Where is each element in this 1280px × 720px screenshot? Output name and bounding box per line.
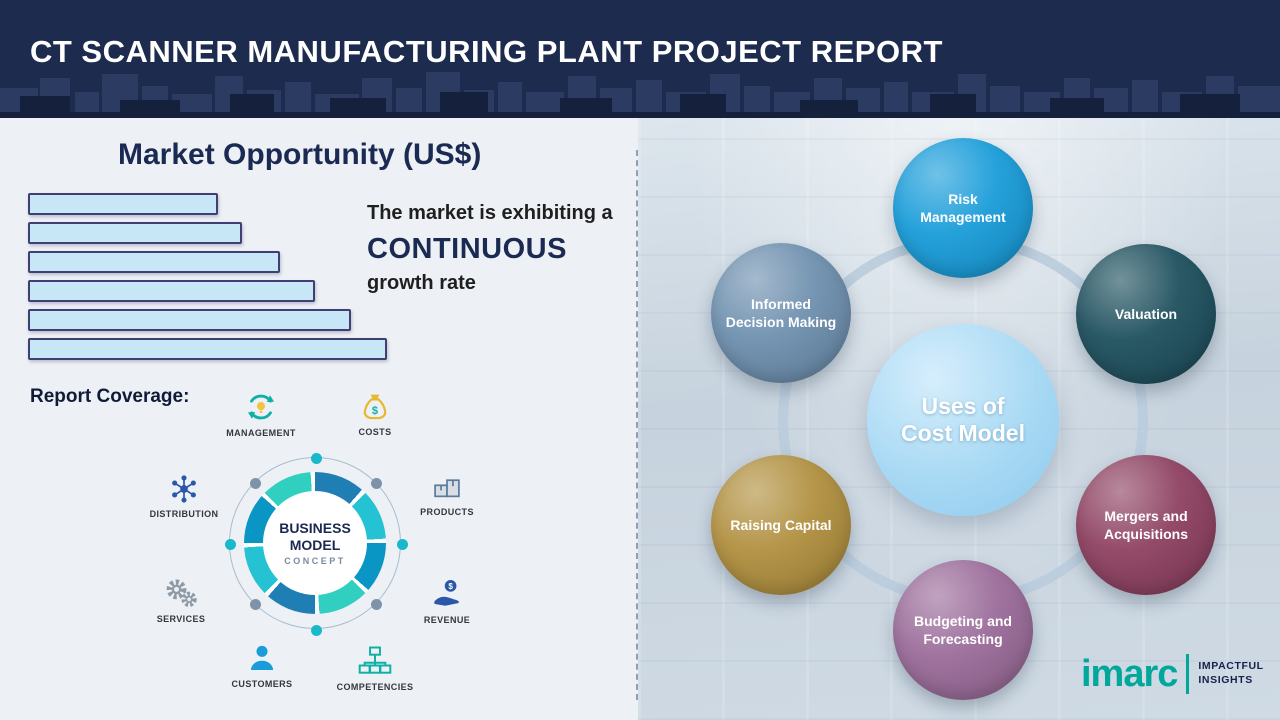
bar-5 — [28, 309, 351, 331]
cost-model-raising-capital: Raising Capital — [711, 455, 851, 595]
bm-item-management: MANAGEMENT — [203, 389, 319, 438]
bm-label: COMPETENCIES — [336, 682, 414, 692]
report-coverage-label: Report Coverage: — [30, 386, 190, 407]
bm-item-competencies: COMPETENCIES — [317, 643, 433, 692]
bm-label: MANAGEMENT — [226, 428, 296, 438]
bm-item-customers: CUSTOMERS — [204, 642, 320, 689]
left-panel: Market Opportunity (US$) The market is e… — [0, 118, 638, 720]
satellite-label: Valuation — [1114, 305, 1178, 322]
ring-node — [371, 599, 383, 611]
tagline-line1: IMPACTFUL — [1198, 660, 1264, 673]
bm-center-line1: BUSINESS — [279, 520, 351, 537]
bm-item-costs: $ COSTS — [317, 390, 433, 437]
bar-1 — [28, 193, 218, 215]
money-bag-icon: $ — [363, 394, 387, 420]
business-model-outer-ring — [224, 452, 408, 636]
satellite-label: Informed Decision Making — [725, 295, 837, 330]
cost-model-mergers-acquisitions: Mergers and Acquisitions — [1076, 455, 1216, 595]
person-icon — [250, 645, 274, 671]
bm-item-revenue: $ REVENUE — [389, 576, 505, 625]
note-emphasis: CONTINUOUS — [367, 233, 567, 265]
imarc-logo-divider — [1186, 654, 1190, 694]
imarc-logo-tagline: IMPACTFUL INSIGHTS — [1198, 660, 1263, 687]
cost-model-center: Uses of Cost Model — [867, 324, 1059, 516]
market-opportunity-title: Market Opportunity (US$) — [118, 138, 482, 171]
svg-text:$: $ — [448, 582, 453, 591]
city-skyline-silhouette — [0, 72, 1280, 118]
bm-label: COSTS — [358, 427, 392, 437]
ring-node — [249, 599, 261, 611]
bar-3 — [28, 251, 280, 273]
bm-label: PRODUCTS — [420, 507, 474, 517]
bm-item-products: PRODUCTS — [389, 470, 505, 517]
cost-model-informed-decision-making: Informed Decision Making — [711, 243, 851, 383]
bar-6 — [28, 338, 387, 360]
ring-node — [310, 624, 322, 636]
svg-text:$: $ — [372, 405, 378, 417]
ring-node — [310, 452, 322, 464]
imarc-logo: imarc IMPACTFUL INSIGHTS — [1081, 654, 1264, 694]
boxes-icon — [434, 479, 460, 498]
note-line-3: growth rate — [367, 272, 476, 294]
dashed-divider — [636, 150, 638, 700]
satellite-label: Risk Management — [920, 190, 1006, 225]
bm-label: REVENUE — [423, 615, 471, 625]
bar-2 — [28, 222, 242, 244]
satellite-label: Raising Capital — [730, 516, 832, 533]
cost-model-budgeting-forecasting: Budgeting and Forecasting — [893, 560, 1033, 700]
market-bar-chart — [28, 193, 387, 367]
bar-4 — [28, 280, 315, 302]
growth-note: The market is exhibiting a CONTINUOUS gr… — [367, 202, 635, 295]
cost-model-risk-management: Risk Management — [893, 138, 1033, 278]
imarc-logo-wordmark: imarc — [1081, 653, 1178, 695]
bm-center-line2: MODEL — [289, 536, 341, 553]
org-chart-icon — [358, 646, 392, 674]
network-nodes-icon — [172, 475, 196, 503]
ring-node — [249, 477, 261, 489]
business-model-center: BUSINESS MODEL CONCEPT — [263, 491, 367, 595]
ring-node — [224, 538, 236, 550]
header-banner: CT SCANNER MANUFACTURING PLANT PROJECT R… — [0, 0, 1280, 118]
right-panel: Risk Management Valuation Mergers and Ac… — [638, 118, 1280, 720]
bm-label: DISTRIBUTION — [149, 509, 219, 519]
gears-icon — [166, 579, 197, 607]
satellite-label: Mergers and Acquisitions — [1103, 507, 1188, 542]
bm-label: SERVICES — [156, 614, 206, 624]
ring-node — [371, 477, 383, 489]
bm-item-distribution: DISTRIBUTION — [126, 472, 242, 519]
cost-model-valuation: Valuation — [1076, 244, 1216, 384]
content-area: Market Opportunity (US$) The market is e… — [0, 118, 1280, 720]
cm-center-line1: Uses of — [921, 393, 1005, 419]
management-recycle-bulb-icon — [247, 394, 275, 420]
bm-label: CUSTOMERS — [231, 679, 293, 689]
note-line-1: The market is exhibiting a — [367, 202, 613, 224]
satellite-label: Budgeting and Forecasting — [914, 612, 1012, 647]
ring-node — [396, 538, 408, 550]
tagline-line2: INSIGHTS — [1198, 674, 1253, 686]
bm-item-services: SERVICES — [123, 575, 239, 624]
page-title: CT SCANNER MANUFACTURING PLANT PROJECT R… — [30, 34, 943, 69]
bm-center-line3: CONCEPT — [284, 555, 346, 566]
cm-center-line2: Cost Model — [901, 420, 1025, 446]
hand-coin-icon: $ — [434, 580, 459, 606]
